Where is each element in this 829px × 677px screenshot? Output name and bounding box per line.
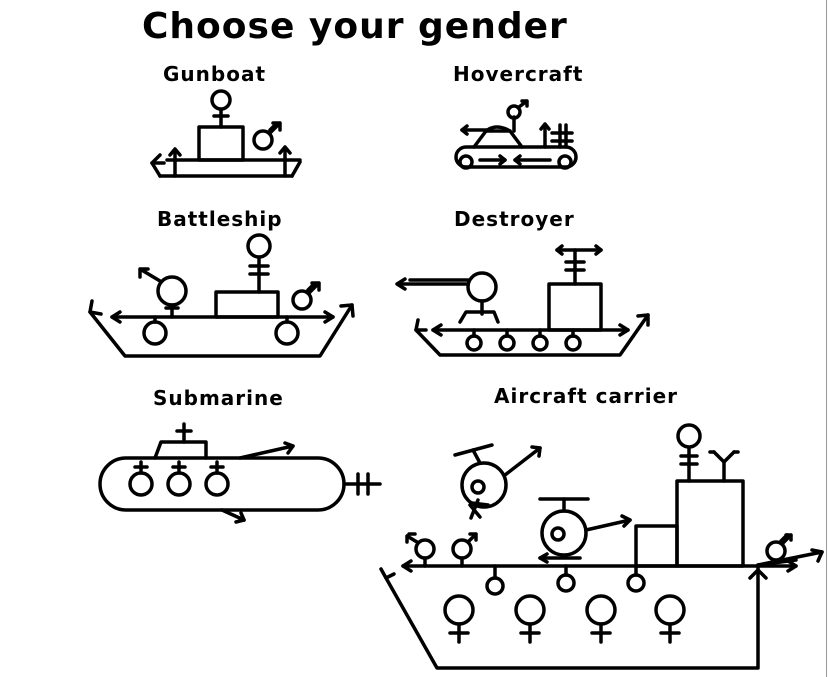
option-label-submarine[interactable]: Submarine: [153, 386, 284, 410]
option-label-destroyer[interactable]: Destroyer: [454, 207, 575, 231]
gunboat-icon[interactable]: [150, 89, 302, 178]
aircraft-carrier-icon[interactable]: [379, 423, 824, 670]
destroyer-icon[interactable]: [395, 244, 650, 357]
hovercraft-icon[interactable]: [454, 99, 578, 170]
option-label-battleship[interactable]: Battleship: [157, 207, 283, 231]
option-label-gunboat[interactable]: Gunboat: [163, 62, 267, 86]
right-edge-divider: [826, 0, 827, 677]
option-label-hovercraft[interactable]: Hovercraft: [453, 62, 584, 86]
option-label-aircraft-carrier[interactable]: Aircraft carrier: [494, 384, 678, 408]
submarine-icon[interactable]: [98, 422, 382, 524]
page-title: Choose your gender: [142, 6, 568, 47]
battleship-icon[interactable]: [88, 233, 355, 358]
